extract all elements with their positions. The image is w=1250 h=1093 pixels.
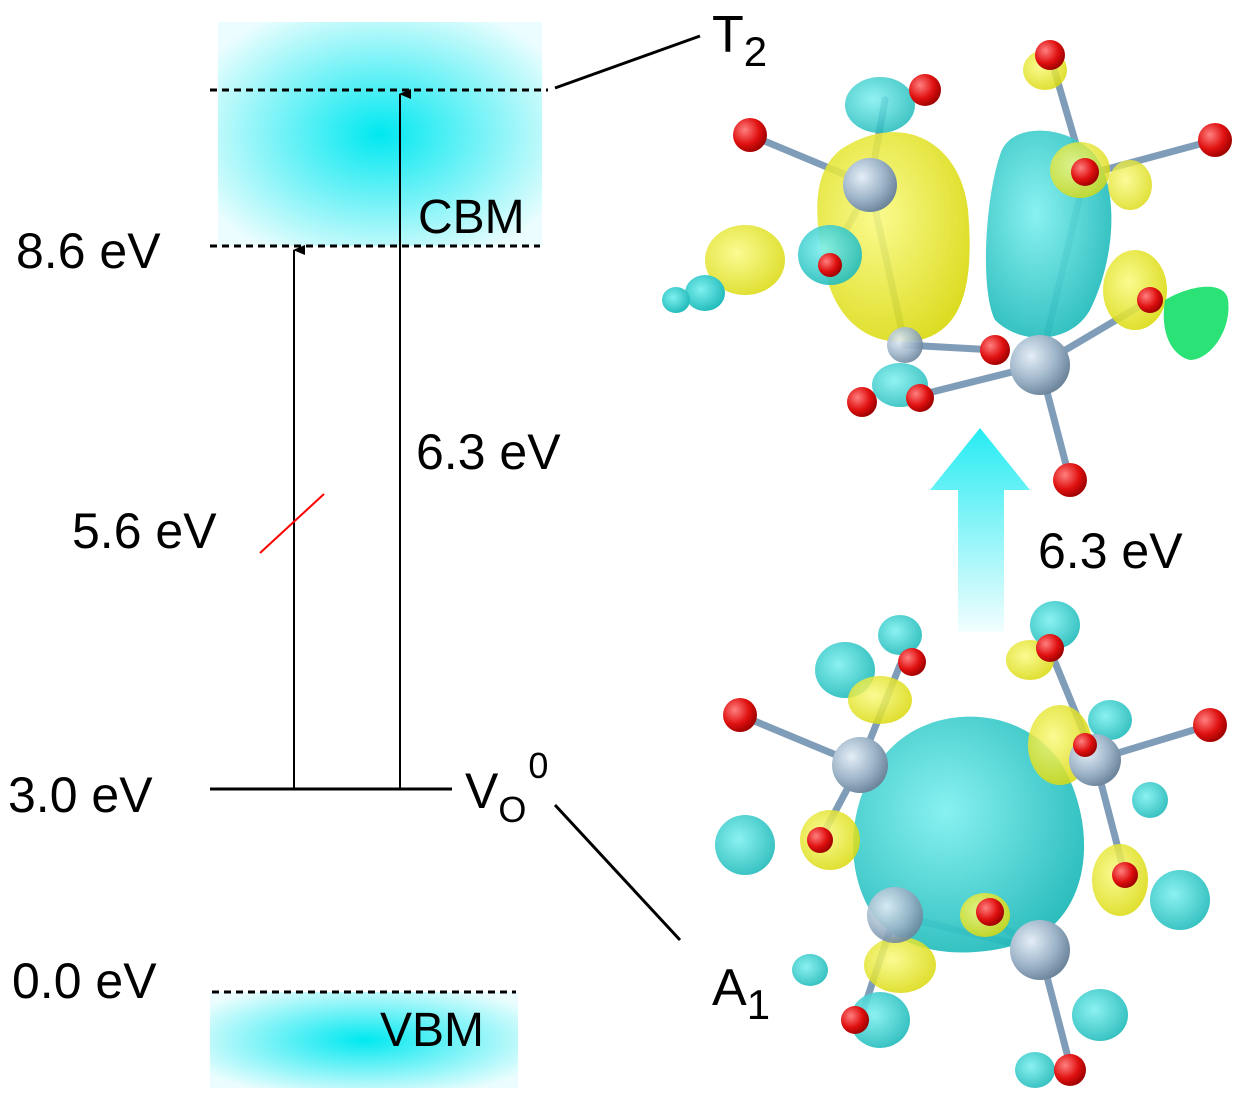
excitation-energy-label: 6.3 eV xyxy=(1038,523,1183,579)
transition-label-forbidden: 5.6 eV xyxy=(72,503,217,559)
transition-label-allowed: 6.3 eV xyxy=(416,424,561,480)
excitation-arrow xyxy=(930,428,1030,632)
forbidden-strike-mark xyxy=(259,493,325,554)
t2-isosurface-illustration xyxy=(662,40,1232,497)
a1-connector-line xyxy=(553,803,682,942)
a1-isosurface-illustration xyxy=(715,601,1227,1088)
a1-label: A1 xyxy=(712,959,770,1028)
t2-label: T2 xyxy=(712,6,767,75)
vbm-band-label: VBM xyxy=(380,1004,484,1057)
cbm-band-label: CBM xyxy=(418,191,525,244)
cbm-energy-label: 8.6 eV xyxy=(16,223,161,279)
t2-connector-line xyxy=(554,34,701,90)
defect-energy-label: 3.0 eV xyxy=(8,767,153,823)
defect-state-label: VO0 xyxy=(465,745,548,830)
vbm-energy-label: 0.0 eV xyxy=(12,953,157,1009)
valence-band xyxy=(210,992,518,1088)
conduction-band xyxy=(218,22,542,246)
